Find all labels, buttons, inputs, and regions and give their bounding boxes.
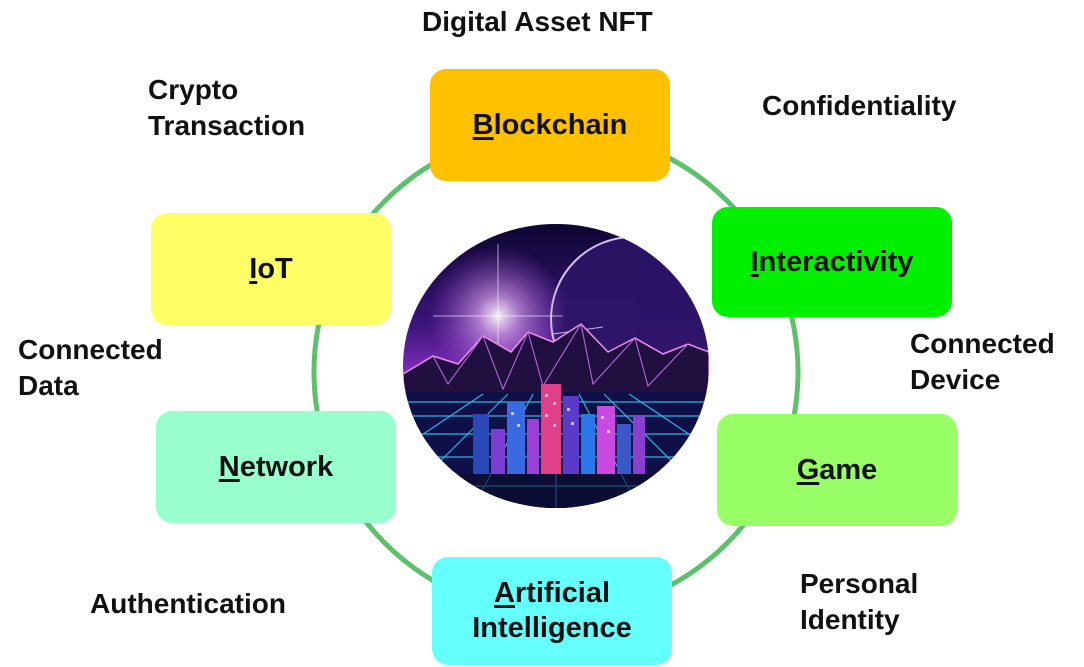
node-interactivity: Interactivity bbox=[712, 207, 952, 317]
node-network: Network bbox=[156, 411, 396, 523]
node-game: Game bbox=[717, 414, 957, 526]
node-interactivity-initial: I bbox=[750, 245, 759, 278]
node-network-initial: N bbox=[218, 450, 240, 483]
synthwave-city-icon bbox=[403, 224, 709, 508]
node-ai-line2: Intelligence bbox=[472, 612, 632, 644]
node-game-initial: G bbox=[796, 453, 820, 486]
node-interactivity-rest: nteractivity bbox=[758, 245, 914, 278]
node-game-rest: ame bbox=[819, 453, 878, 486]
label-authentication: Authentication bbox=[90, 588, 286, 619]
node-iot: IoT bbox=[151, 213, 391, 325]
diagram-title: Digital Asset NFT bbox=[422, 6, 653, 37]
node-blockchain-rest: lockchain bbox=[493, 108, 628, 141]
node-iot-initial: I bbox=[249, 252, 258, 285]
node-network-rest: etwork bbox=[239, 450, 334, 483]
node-ai-initial: A bbox=[493, 577, 515, 610]
node-ai-rest: rtificial bbox=[514, 577, 611, 610]
label-confidentiality: Confidentiality bbox=[762, 90, 957, 121]
node-iot-rest: oT bbox=[257, 252, 293, 285]
node-blockchain-initial: B bbox=[472, 108, 494, 141]
node-blockchain: Blockchain bbox=[430, 69, 670, 181]
